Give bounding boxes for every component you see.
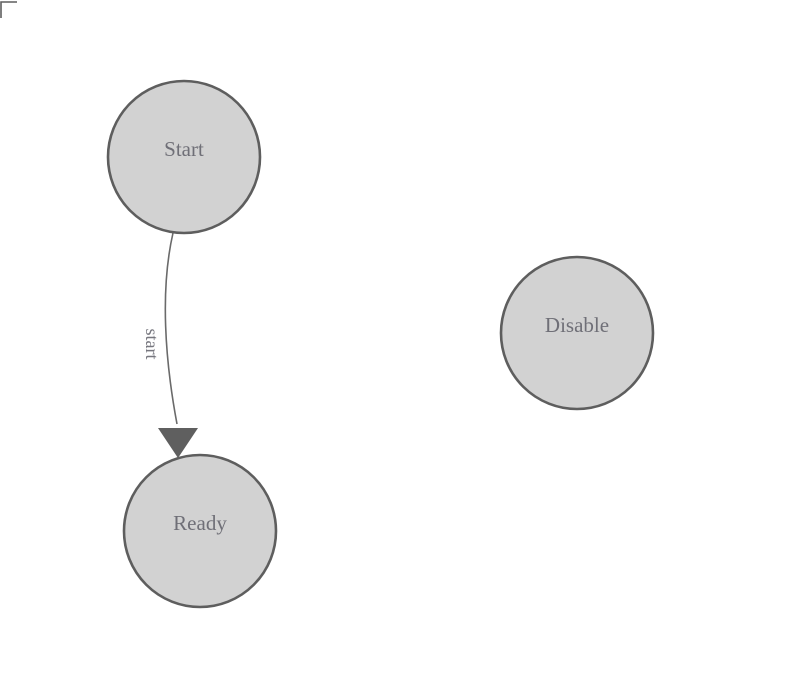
node-ready[interactable]: Ready [122, 453, 278, 609]
node-ready-circle[interactable] [122, 453, 278, 609]
node-start-circle[interactable] [106, 79, 262, 235]
edge-start-to-ready[interactable]: start [142, 232, 198, 458]
node-disable[interactable]: Disable [499, 255, 655, 411]
node-start-label: Start [164, 137, 204, 161]
top-left-corner-mark [0, 1, 17, 18]
node-start[interactable]: Start [106, 79, 262, 235]
node-disable-label: Disable [545, 313, 609, 337]
edge-path-start-to-ready [164, 232, 178, 425]
node-disable-circle[interactable] [499, 255, 655, 411]
edge-label-start: start [142, 329, 162, 360]
node-ready-label: Ready [173, 511, 227, 535]
edge-arrowhead-start-to-ready [158, 428, 198, 458]
